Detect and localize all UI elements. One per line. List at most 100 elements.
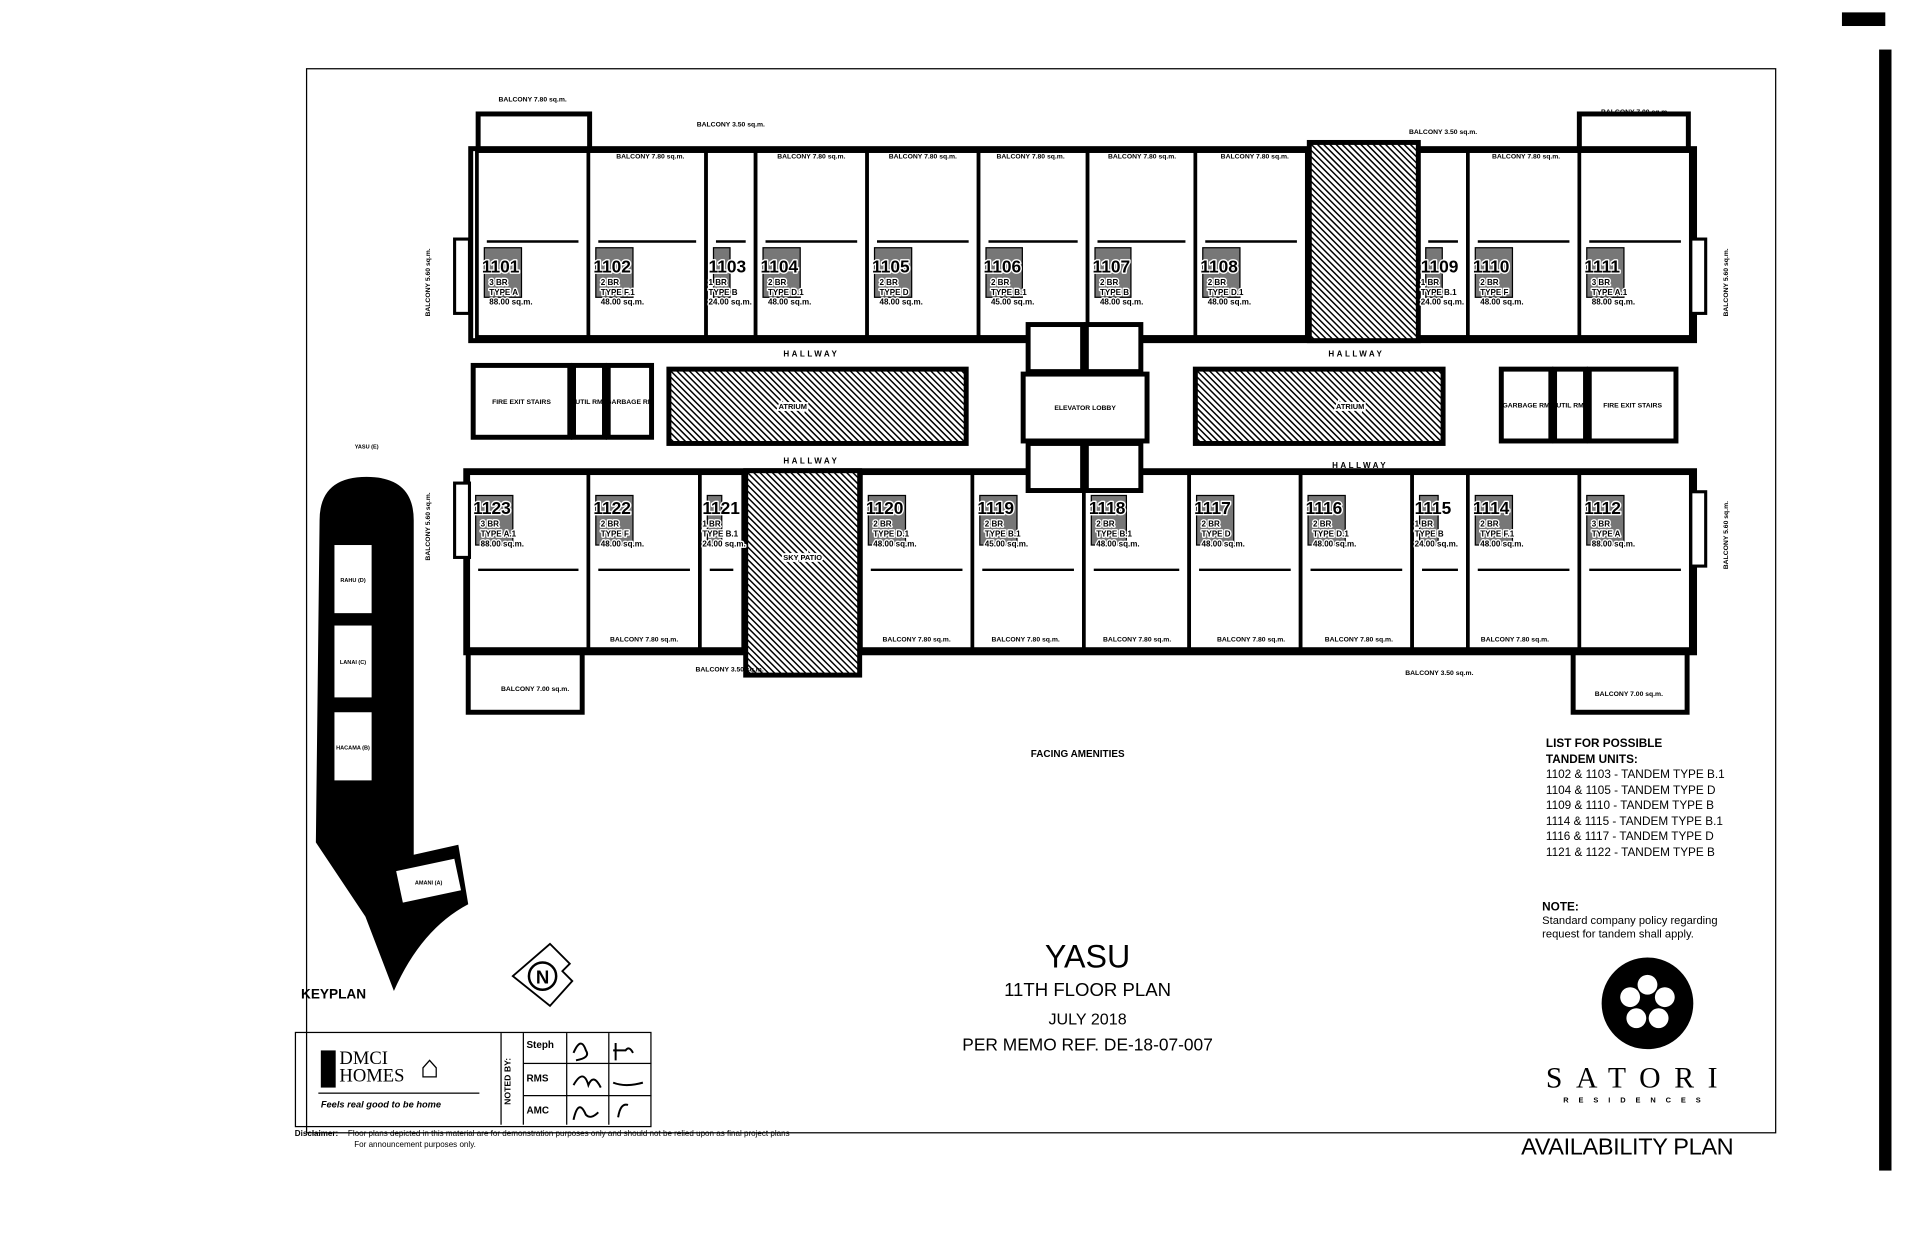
atrium-east — [1192, 366, 1446, 446]
handwritten-signatures — [572, 1042, 644, 1121]
scan-mark — [1841, 12, 1886, 27]
tandem-item: 1102 & 1103 - TANDEM TYPE B.1 — [1545, 767, 1725, 782]
atrium-stair-void — [1306, 139, 1421, 344]
util-room-east: UTIL RM — [1552, 366, 1589, 444]
unit-1102[interactable] — [586, 149, 708, 339]
unit-br: 2 BR — [768, 278, 787, 287]
balcony-label: BALCONY 5.60 sq.m. — [1723, 501, 1730, 569]
tandem-heading-2: TANDEM UNITS: — [1545, 752, 1638, 767]
unit-number: 1108 — [1200, 257, 1238, 277]
balcony-label: BALCONY 7.80 sq.m. — [499, 97, 567, 104]
unit-number: 1106 — [984, 257, 1022, 277]
unit-area: 45.00 sq.m. — [991, 298, 1034, 307]
unit-1118[interactable] — [1082, 471, 1192, 651]
balcony-label: BALCONY 7.80 sq.m. — [1221, 154, 1289, 161]
unit-area: 48.00 sq.m. — [601, 298, 644, 307]
unit-1107[interactable] — [1085, 149, 1198, 339]
unit-number: 1112 — [1584, 498, 1621, 518]
unit-1108[interactable] — [1193, 149, 1309, 339]
unit-type: TYPE B — [1415, 529, 1444, 538]
unit-1116[interactable] — [1298, 471, 1414, 651]
unit-1104[interactable] — [753, 149, 869, 339]
unit-br: 2 BR — [601, 519, 620, 528]
unit-br: 3 BR — [1592, 278, 1611, 287]
unit-area: 48.00 sq.m. — [1480, 539, 1523, 548]
unit-type: TYPE B.1 — [1096, 529, 1132, 538]
fire-exit-stairs-west: FIRE EXIT STAIRS — [470, 362, 573, 440]
unit-1103[interactable] — [704, 149, 758, 339]
unit-type: TYPE D — [1202, 529, 1231, 538]
unit-number: 1105 — [872, 257, 910, 277]
scan-edge-bar — [1879, 49, 1892, 1171]
unit-number: 1110 — [1473, 257, 1510, 277]
unit-area: 48.00 sq.m. — [873, 539, 916, 548]
unit-type: TYPE A — [1592, 529, 1621, 538]
unit-1105[interactable] — [865, 149, 981, 339]
unit-1123[interactable] — [466, 471, 591, 651]
unit-1101[interactable] — [475, 149, 591, 339]
balcony-label: BALCONY 5.60 sq.m. — [425, 492, 432, 560]
north-arrow-icon: N — [511, 942, 574, 1008]
unit-area: 24.00 sq.m. — [1421, 298, 1464, 307]
unit-1119[interactable] — [970, 471, 1086, 651]
unit-type: TYPE F — [601, 529, 629, 538]
note-line: Standard company policy regarding — [1542, 914, 1718, 927]
unit-area: 45.00 sq.m. — [985, 539, 1028, 548]
balcony-label: BALCONY 7.80 sq.m. — [992, 637, 1060, 644]
unit-area: 88.00 sq.m. — [481, 539, 524, 548]
unit-1110[interactable] — [1466, 149, 1582, 339]
unit-number: 1119 — [977, 498, 1014, 518]
util-room-west-label: UTIL RM — [575, 399, 603, 406]
unit-number: 1121 — [702, 498, 740, 518]
unit-area: 48.00 sq.m. — [1096, 539, 1139, 548]
keyplan-label: KEYPLAN — [301, 987, 367, 1003]
elevator-lobby-label: ELEVATOR LOBBY — [1054, 405, 1116, 412]
hallway-label: HALLWAY — [1332, 461, 1388, 470]
unit-1121[interactable] — [698, 471, 746, 651]
unit-type: TYPE B.1 — [702, 529, 738, 538]
tandem-item: 1109 & 1110 - TANDEM TYPE B — [1545, 798, 1714, 813]
garbage-room-west: GARBAGE RM — [605, 362, 655, 440]
unit-1112[interactable] — [1577, 471, 1693, 651]
sky-patio-label: SKY PATIO — [783, 553, 822, 562]
balcony-label: BALCONY 3.50 sq.m. — [697, 121, 765, 128]
fire-exit-stairs-east: FIRE EXIT STAIRS — [1586, 366, 1679, 444]
unit-br: 2 BR — [1202, 519, 1221, 528]
balcony-label: BALCONY 7.80 sq.m. — [883, 637, 951, 644]
keyplan-diagram: YASU (E)RAHU (D)LANAI (C)HACAMA (B)AMANI… — [315, 444, 469, 991]
unit-1106[interactable] — [976, 149, 1090, 339]
fire-exit-stairs-east-label: FIRE EXIT STAIRS — [1603, 403, 1662, 410]
elevator-shaft — [1083, 322, 1144, 375]
title-block: DMCI HOMES ⌂ Feels real good to be home … — [294, 1031, 652, 1128]
unit-area: 48.00 sq.m. — [879, 298, 922, 307]
unit-number: 1120 — [866, 498, 904, 518]
dmci-homes-logo: DMCI HOMES ⌂ Feels real good to be home — [296, 1033, 502, 1125]
unit-type: TYPE B.1 — [1421, 288, 1457, 297]
satori-logo-text: SATORI — [1545, 1062, 1732, 1096]
keyplan-building-label: HACAMA (B) — [336, 745, 370, 751]
balcony-label: BALCONY 3.50 sq.m. — [1405, 670, 1473, 677]
unit-1122[interactable] — [586, 471, 702, 651]
unit-br: 2 BR — [1096, 519, 1115, 528]
unit-type: TYPE F.1 — [601, 288, 636, 297]
balcony-label: BALCONY 5.60 sq.m. — [425, 248, 432, 316]
unit-area: 24.00 sq.m. — [702, 539, 745, 548]
unit-1109[interactable] — [1416, 149, 1470, 339]
plan-date: JULY 2018 — [1048, 1009, 1127, 1029]
unit-area: 24.00 sq.m. — [1415, 539, 1458, 548]
unit-area: 48.00 sq.m. — [768, 298, 811, 307]
balcony-label: BALCONY 7.00 sq.m. — [1595, 691, 1663, 698]
unit-1117[interactable] — [1187, 471, 1303, 651]
unit-1111[interactable] — [1577, 149, 1693, 339]
floor-plan-title: 11TH FLOOR PLAN — [1004, 979, 1172, 1001]
unit-1114[interactable] — [1466, 471, 1582, 651]
unit-type: TYPE D.1 — [873, 529, 909, 538]
unit-number: 1103 — [709, 257, 747, 277]
balcony-label: BALCONY 7.80 sq.m. — [1481, 637, 1549, 644]
